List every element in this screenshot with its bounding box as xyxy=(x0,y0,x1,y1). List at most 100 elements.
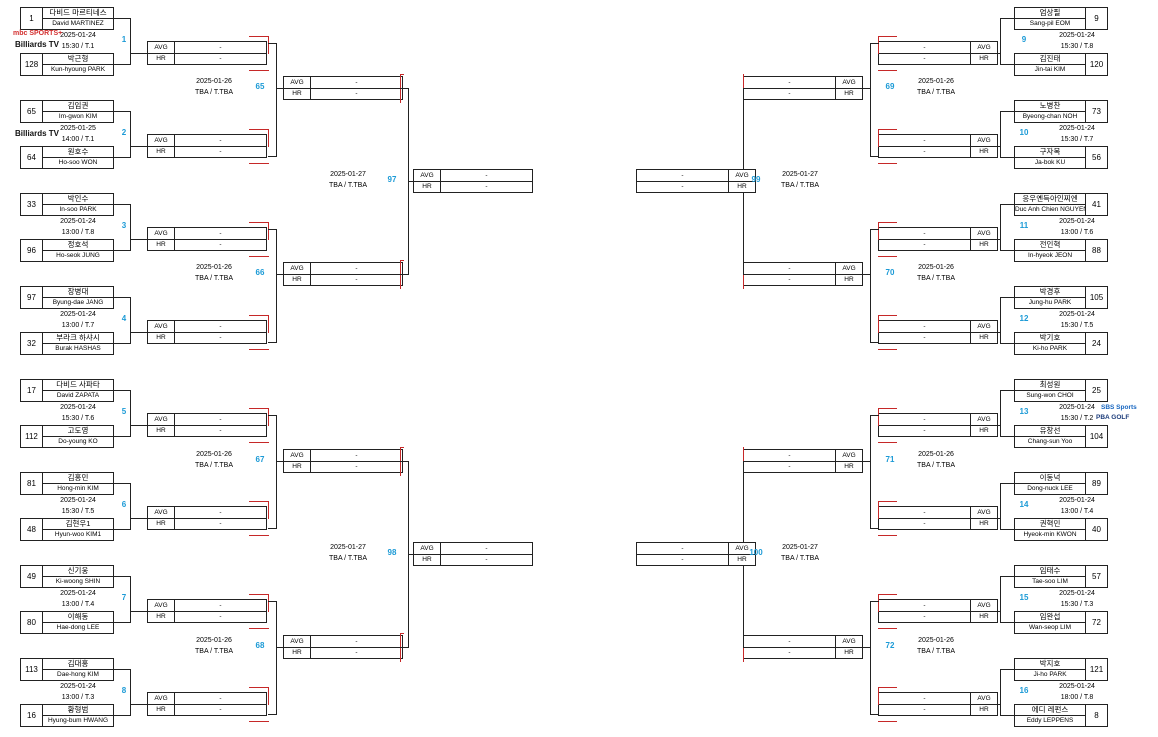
score-box[interactable]: AVG-HR- xyxy=(147,320,267,344)
score-box[interactable]: AVG-HR- xyxy=(283,76,403,100)
player-name-english: Dong-nuck LEE xyxy=(1027,485,1073,492)
player-seed: 49 xyxy=(21,566,43,587)
player-name-korean: 최성원 xyxy=(1015,380,1085,391)
player-name-english: David ZAPATA xyxy=(56,392,100,399)
connector-red xyxy=(249,315,269,316)
score-box[interactable]: AVG-HR- xyxy=(743,635,863,659)
connector xyxy=(276,88,284,89)
score-box[interactable]: AVG-HR- xyxy=(413,169,533,193)
score-box[interactable]: AVG-HR- xyxy=(147,41,267,65)
score-box[interactable]: AVG-HR- xyxy=(878,41,998,65)
connector xyxy=(114,343,131,344)
avg-row: AVG- xyxy=(744,263,862,275)
score-box[interactable]: AVG-HR- xyxy=(743,449,863,473)
connector xyxy=(114,390,131,391)
score-box[interactable]: AVG-HR- xyxy=(147,506,267,530)
score-box[interactable]: AVG-HR- xyxy=(147,599,267,623)
score-box[interactable]: AVG-HR- xyxy=(147,413,267,437)
score-box[interactable]: AVG-HR- xyxy=(283,262,403,286)
hr-value: - xyxy=(923,520,926,527)
hr-label: HR xyxy=(148,332,175,343)
player-name-english: Hyeok-min KWON xyxy=(1023,531,1077,538)
score-box[interactable]: AVG-HR- xyxy=(413,542,533,566)
avg-row: AVG- xyxy=(744,77,862,89)
player-name-korean: 김홍민 xyxy=(43,473,113,484)
score-box[interactable]: AVG-HR- xyxy=(147,227,267,251)
score-box[interactable]: AVG-HR- xyxy=(743,262,863,286)
avg-label: AVG xyxy=(970,228,997,239)
score-box[interactable]: AVG-HR- xyxy=(283,449,403,473)
connector-red xyxy=(878,535,897,536)
score-box[interactable]: AVG-HR- xyxy=(147,692,267,716)
connector xyxy=(1000,715,1015,716)
match-date: 2025-01-26 xyxy=(918,78,954,85)
score-box[interactable]: AVG-HR- xyxy=(147,134,267,158)
hr-row: HR- xyxy=(284,461,402,472)
score-box[interactable]: AVG-HR- xyxy=(878,692,998,716)
score-box[interactable]: AVG-HR- xyxy=(878,506,998,530)
avg-row: AVG- xyxy=(148,693,266,705)
score-box[interactable]: AVG-HR- xyxy=(878,320,998,344)
hr-value: - xyxy=(219,613,222,620)
score-box[interactable]: AVG-HR- xyxy=(636,542,756,566)
player-seed: 9 xyxy=(1085,8,1107,29)
connector xyxy=(1000,436,1015,437)
score-box[interactable]: AVG-HR- xyxy=(878,599,998,623)
hr-value: - xyxy=(355,649,358,656)
player-seed: 8 xyxy=(1085,705,1107,726)
connector-red xyxy=(878,628,897,629)
player-name-korean: 유창선 xyxy=(1015,426,1085,437)
score-box[interactable]: AVG-HR- xyxy=(878,413,998,437)
player-name-korean: 김진태 xyxy=(1015,54,1085,65)
score-box[interactable]: AVG-HR- xyxy=(636,169,756,193)
player-seed: 120 xyxy=(1085,54,1107,75)
player-name-korean: 김임권 xyxy=(43,101,113,112)
match-number: 11 xyxy=(1019,221,1029,230)
score-box[interactable]: AVG-HR- xyxy=(878,134,998,158)
connector xyxy=(862,88,871,89)
score-box[interactable]: AVG-HR- xyxy=(283,635,403,659)
score-box[interactable]: AVG-HR- xyxy=(878,227,998,251)
avg-row: AVG- xyxy=(879,42,997,54)
match-date: 2025-01-26 xyxy=(196,78,232,85)
player-name-english: Do-young KO xyxy=(58,438,98,445)
player-name-korean: 전인혁 xyxy=(1015,240,1085,251)
avg-value: - xyxy=(788,265,791,272)
player-name-english: Chang-sun Yoo xyxy=(1027,438,1073,445)
score-box[interactable]: AVG-HR- xyxy=(743,76,863,100)
